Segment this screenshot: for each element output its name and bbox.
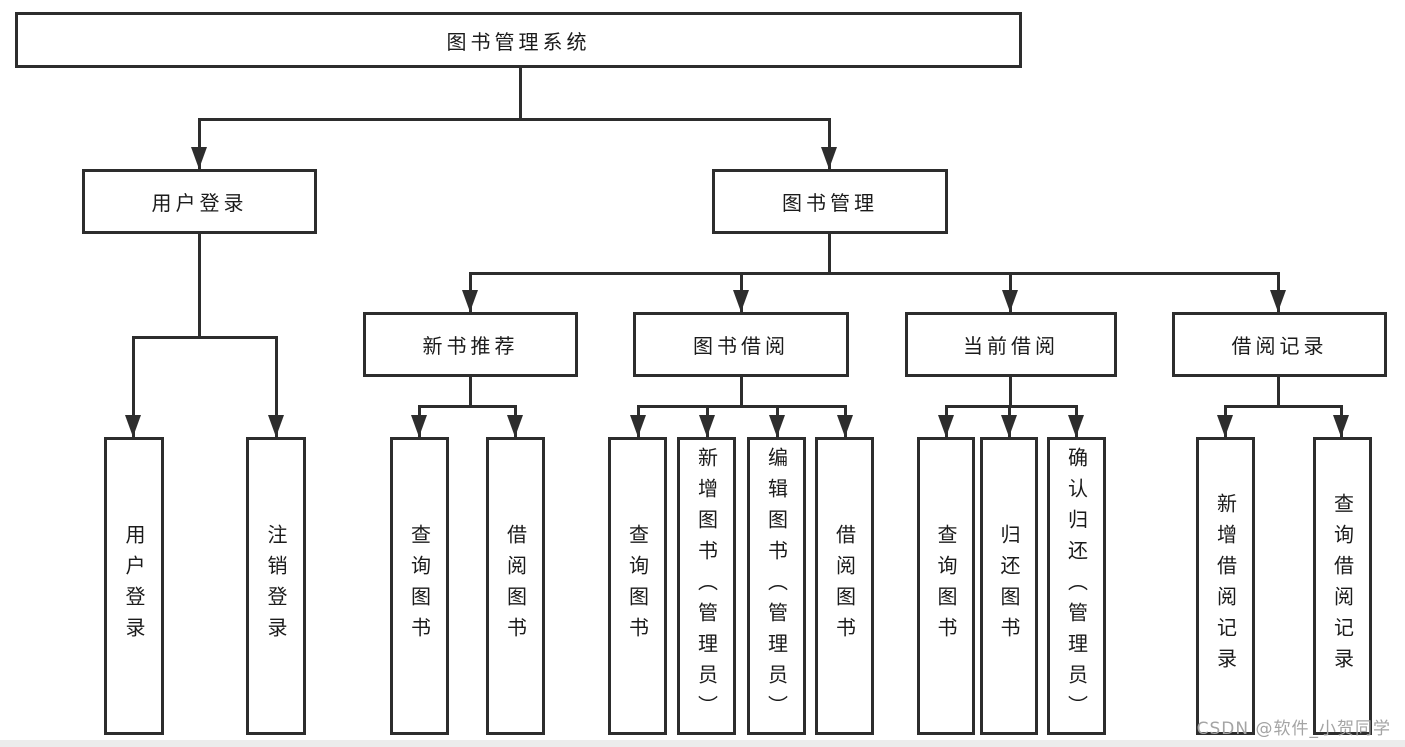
connector-user-login-stem (198, 234, 201, 336)
arrowhead-down-icon (268, 415, 284, 437)
connector-section-branch (418, 405, 517, 408)
connector-section-stem (1009, 377, 1012, 405)
arrowhead-down-icon (699, 415, 715, 437)
connector-section-branch (1224, 405, 1343, 408)
leaf-query-books-current: 查询图书 (917, 437, 975, 735)
arrowhead-down-icon (733, 290, 749, 312)
leaf-add-books-admin: 新增图书（管理员） (677, 437, 736, 735)
arrowhead-down-icon (630, 415, 646, 437)
node-library-management-system: 图书管理系统 (15, 12, 1022, 68)
leaf-edit-books-admin: 编辑图书（管理员） (747, 437, 806, 735)
node-user-login: 用户登录 (82, 169, 317, 234)
arrowhead-down-icon (507, 415, 523, 437)
connector-section-branch (637, 405, 847, 408)
connector-user-login-branch (132, 336, 278, 339)
leaf-add-borrow-record: 新增借阅记录 (1196, 437, 1255, 735)
page-bottom-strip (0, 740, 1405, 747)
node-book-borrowing: 图书借阅 (633, 312, 849, 377)
leaf-user-login: 用户登录 (104, 437, 164, 735)
leaf-return-books: 归还图书 (980, 437, 1038, 735)
node-new-book-recommend: 新书推荐 (363, 312, 578, 377)
connector-section-branch (945, 405, 1078, 408)
leaf-borrow-books-recommend: 借阅图书 (486, 437, 545, 735)
arrowhead-down-icon (769, 415, 785, 437)
connector-book-mgmt-stem (828, 234, 831, 272)
arrowhead-down-icon (1002, 290, 1018, 312)
arrowhead-down-icon (938, 415, 954, 437)
arrowhead-down-icon (1270, 290, 1286, 312)
connector-to-user-login (198, 118, 201, 169)
connector-section-stem (1277, 377, 1280, 405)
connector-to-book-mgmt (828, 118, 831, 169)
leaf-query-books-borrowing: 查询图书 (608, 437, 667, 735)
connector-root-branch (198, 118, 831, 121)
arrowhead-down-icon (1068, 415, 1084, 437)
leaf-borrow-books: 借阅图书 (815, 437, 874, 735)
connector-book-mgmt-branch (469, 272, 1280, 275)
connector-to-leaf (275, 336, 278, 437)
connector-root-stem (519, 68, 522, 118)
node-current-borrowing: 当前借阅 (905, 312, 1117, 377)
connector-section-stem (469, 377, 472, 405)
connector-section-stem (740, 377, 743, 405)
arrowhead-down-icon (191, 147, 207, 169)
node-borrow-records: 借阅记录 (1172, 312, 1387, 377)
node-book-management: 图书管理 (712, 169, 948, 234)
arrowhead-down-icon (1333, 415, 1349, 437)
arrowhead-down-icon (462, 290, 478, 312)
connector-to-leaf (132, 336, 135, 437)
arrowhead-down-icon (1217, 415, 1233, 437)
arrowhead-down-icon (821, 147, 837, 169)
csdn-watermark: CSDN @软件_小贺同学 (1196, 719, 1391, 739)
leaf-confirm-return-admin: 确认归还（管理员） (1047, 437, 1106, 735)
arrowhead-down-icon (411, 415, 427, 437)
leaf-logout: 注销登录 (246, 437, 306, 735)
arrowhead-down-icon (1001, 415, 1017, 437)
leaf-query-books-recommend: 查询图书 (390, 437, 449, 735)
arrowhead-down-icon (125, 415, 141, 437)
arrowhead-down-icon (837, 415, 853, 437)
leaf-query-borrow-record: 查询借阅记录 (1313, 437, 1372, 735)
